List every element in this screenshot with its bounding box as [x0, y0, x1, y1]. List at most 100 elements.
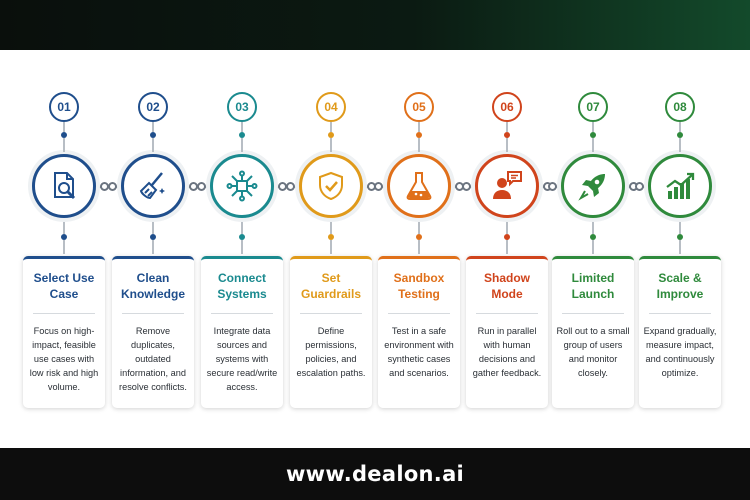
connector-line — [418, 240, 420, 254]
process-diagram: 01 Select Use Case Focus on high-impact,… — [0, 50, 750, 448]
step-number: 06 — [492, 92, 522, 122]
growth-chart-icon — [666, 172, 695, 199]
connector-line — [592, 222, 594, 234]
connector-line — [418, 222, 420, 234]
broom-icon — [139, 172, 165, 200]
connector-dot — [328, 234, 334, 240]
timeline-node — [548, 182, 557, 191]
connector-line — [506, 240, 508, 254]
connector-line — [330, 222, 332, 234]
connector-line — [506, 222, 508, 234]
connector-line — [152, 240, 154, 254]
step-number: 08 — [665, 92, 695, 122]
step-description: Roll out to a small group of users and m… — [556, 326, 630, 378]
step-icon-ring — [121, 154, 185, 218]
step-number: 07 — [578, 92, 608, 122]
connector-line — [152, 222, 154, 234]
flask-icon — [406, 172, 432, 200]
connector-line — [592, 122, 594, 132]
connector-line — [679, 222, 681, 234]
step-icon-ring — [648, 154, 712, 218]
connector-line — [241, 122, 243, 132]
footer-band: www.dealon.ai — [0, 448, 750, 500]
step-card: Select Use Case Focus on high-impact, fe… — [23, 256, 105, 408]
card-divider — [211, 313, 273, 314]
step-1: 01 Select Use Case Focus on high-impact,… — [23, 50, 105, 448]
step-icon-ring — [299, 154, 363, 218]
shield-check-icon — [319, 171, 343, 201]
rocket-icon — [578, 174, 605, 201]
step-title: Connect Systems — [217, 271, 267, 301]
step-card: Shadow Mode Run in parallel with human d… — [466, 256, 548, 408]
step-title: Clean Knowledge — [120, 271, 185, 301]
connector-dot — [504, 234, 510, 240]
step-icon-ring — [32, 154, 96, 218]
step-title: Select Use Case — [33, 271, 95, 301]
connector-line — [679, 122, 681, 132]
connector-line — [241, 222, 243, 234]
step-4: 04 Set Guardrails Define permissions, po… — [290, 50, 372, 448]
step-description: Integrate data sources and systems with … — [206, 326, 278, 392]
connector-dot — [61, 132, 67, 138]
connector-line — [63, 138, 65, 152]
connector-dot — [590, 132, 596, 138]
step-description: Run in parallel with human decisions and… — [472, 326, 542, 378]
step-card: Connect Systems Integrate data sources a… — [201, 256, 283, 408]
timeline-node — [108, 182, 117, 191]
step-icon-ring — [561, 154, 625, 218]
connector-line — [418, 122, 420, 132]
step-description: Expand gradually, measure impact, and co… — [643, 326, 717, 378]
connector-dot — [677, 132, 683, 138]
connector-line — [241, 240, 243, 254]
step-card: Clean Knowledge Remove duplicates, outda… — [112, 256, 194, 408]
timeline-node — [286, 182, 295, 191]
step-number: 03 — [227, 92, 257, 122]
connector-dot — [328, 132, 334, 138]
step-6: 06 Shadow Mode Run in parallel with huma… — [466, 50, 548, 448]
step-description: Remove duplicates, outdated information,… — [119, 326, 187, 392]
connector-line — [506, 138, 508, 152]
footer-website-link[interactable]: www.dealon.ai — [285, 462, 465, 486]
connector-dot — [677, 234, 683, 240]
header-band — [0, 0, 750, 50]
document-search-icon — [54, 172, 76, 200]
step-2: 02 Clean Knowledge Remove duplicates, ou… — [112, 50, 194, 448]
connector-line — [63, 240, 65, 254]
timeline-node — [462, 182, 471, 191]
step-description: Focus on high-impact, feasible use cases… — [29, 326, 99, 392]
step-number: 05 — [404, 92, 434, 122]
step-7: 07 Limited Launch Roll out to a small gr… — [552, 50, 634, 448]
card-divider — [122, 313, 184, 314]
connector-line — [592, 138, 594, 152]
network-nodes-icon — [226, 170, 258, 202]
step-number: 01 — [49, 92, 79, 122]
step-description: Test in a safe environment with syntheti… — [384, 326, 454, 378]
card-divider — [562, 313, 624, 314]
step-number: 02 — [138, 92, 168, 122]
step-3: 03 Connect Systems Integrate data source… — [201, 50, 283, 448]
step-card: Scale & Improve Expand gradually, measur… — [639, 256, 721, 408]
connector-line — [63, 122, 65, 132]
timeline-node — [635, 182, 644, 191]
connector-dot — [416, 234, 422, 240]
connector-dot — [590, 234, 596, 240]
step-title: Sandbox Testing — [393, 271, 445, 301]
step-8: 08 Scale & Improve Expand gradually, mea… — [639, 50, 721, 448]
card-divider — [388, 313, 450, 314]
card-divider — [649, 313, 711, 314]
step-description: Define permissions, policies, and escala… — [296, 326, 366, 378]
connector-line — [592, 240, 594, 254]
connector-line — [63, 222, 65, 234]
step-icon-ring — [210, 154, 274, 218]
connector-dot — [150, 234, 156, 240]
connector-line — [679, 240, 681, 254]
step-number: 04 — [316, 92, 346, 122]
connector-line — [330, 122, 332, 132]
connector-line — [330, 240, 332, 254]
step-title: Shadow Mode — [483, 271, 530, 301]
card-divider — [300, 313, 362, 314]
card-divider — [33, 313, 95, 314]
connector-line — [152, 138, 154, 152]
connector-dot — [239, 234, 245, 240]
timeline-node — [197, 182, 206, 191]
